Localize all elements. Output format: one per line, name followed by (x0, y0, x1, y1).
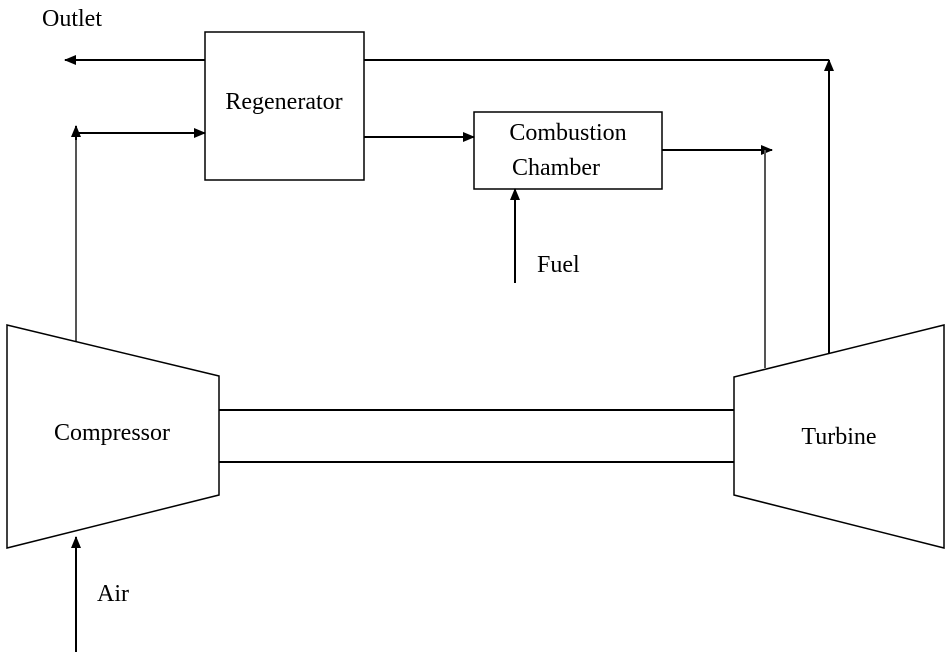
combustion-chamber-label-line1: Combustion (509, 120, 626, 146)
fuel-label: Fuel (537, 252, 580, 278)
combustion-chamber-box (473, 111, 663, 190)
regenerator-label: Regenerator (225, 89, 342, 115)
regenerator-box (204, 31, 365, 181)
turbine-shape (733, 324, 945, 549)
compressor-shape (6, 324, 220, 549)
combustion-chamber-label-line2: Chamber (512, 155, 600, 181)
outlet-label: Outlet (42, 6, 102, 32)
air-label: Air (97, 581, 129, 607)
turbine-label: Turbine (801, 424, 876, 450)
compressor-label: Compressor (54, 420, 170, 446)
